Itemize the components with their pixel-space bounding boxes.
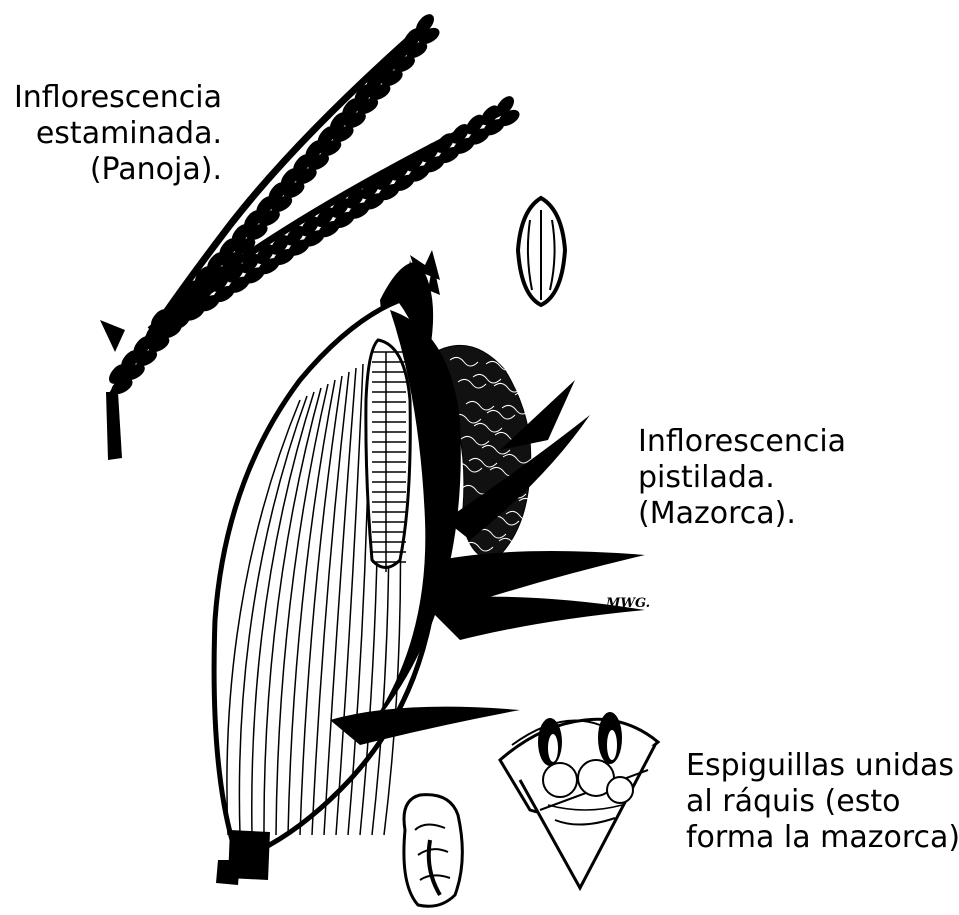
spikelets-label-line: al ráquis (esto xyxy=(686,784,959,820)
ear-label-line: (Mazorca). xyxy=(638,496,846,532)
kernel-drawing xyxy=(518,198,565,305)
staminate-inflorescence-label: Inflorescencia estaminada. (Panoja). xyxy=(14,80,222,188)
spikelets-label-line: Espiguillas unidas xyxy=(686,748,959,784)
spikelets-label: Espiguillas unidas al ráquis (esto forma… xyxy=(686,748,959,856)
spikelets-label-line: forma la mazorca) xyxy=(686,820,959,856)
kernel-side-drawing xyxy=(404,795,462,907)
ear-label-line: pistilada. xyxy=(638,460,846,496)
ear-label-line: Inflorescencia xyxy=(638,424,846,460)
tassel-label-line: Inflorescencia xyxy=(14,80,222,116)
tassel-label-line: estaminada. xyxy=(14,116,222,152)
tassel-label-line: (Panoja). xyxy=(14,152,222,188)
pistillate-inflorescence-label: Inflorescencia pistilada. (Mazorca). xyxy=(638,424,846,532)
artist-signature: MWG. xyxy=(606,596,650,611)
spikelets-drawing xyxy=(500,712,658,888)
